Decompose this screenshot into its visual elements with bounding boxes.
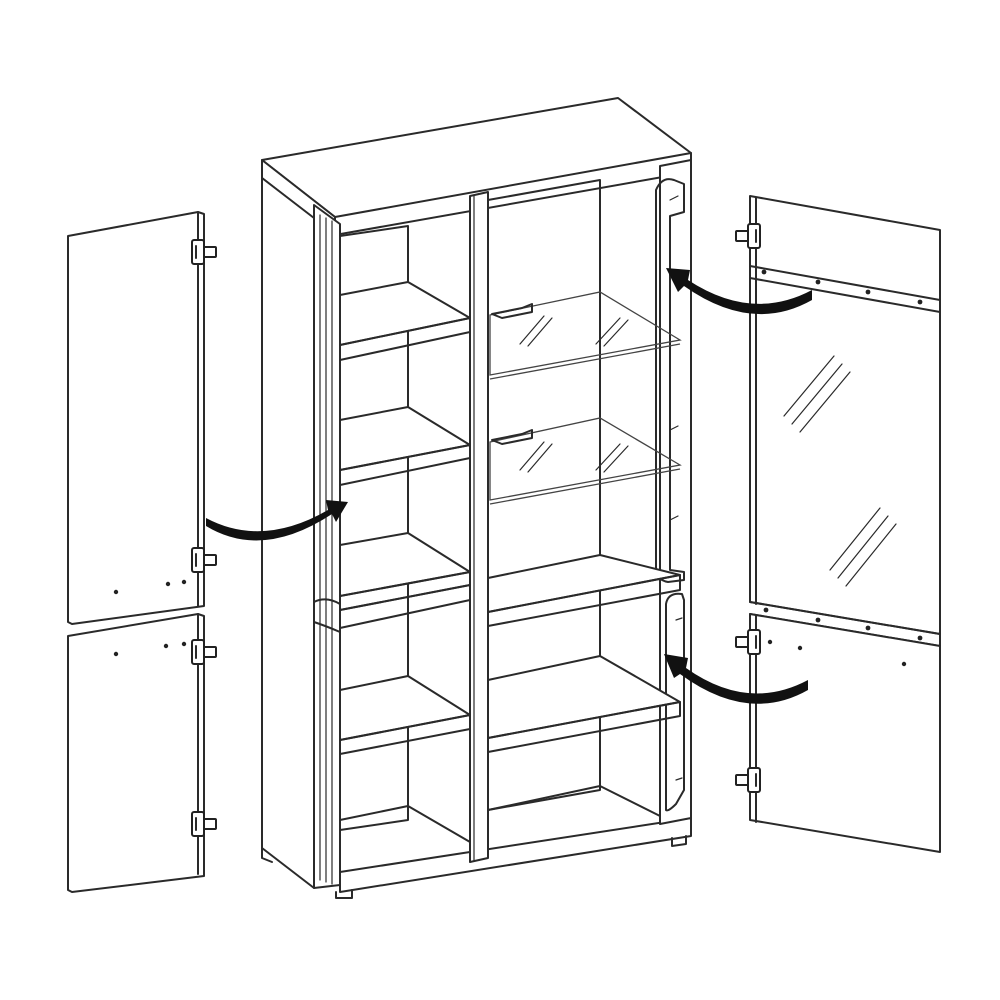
cabinet-center-divider (469, 191, 489, 863)
hinge-icon (191, 239, 217, 265)
glass-reflection (783, 355, 835, 417)
left-upper-door (67, 211, 205, 625)
left-bottom (339, 805, 471, 843)
left-shelf-1-edge (339, 317, 471, 361)
hinge-icon (191, 547, 217, 573)
door-drill-hole (113, 651, 119, 657)
arrows (206, 268, 812, 704)
glass-shelf-1-reflection-d (603, 319, 629, 347)
glass-shelf-1-reflection-c (595, 317, 621, 345)
left-upper-door-face (67, 211, 205, 625)
right-hinge-mark-1 (669, 195, 679, 201)
glass-reflection (791, 363, 843, 425)
curved-arrow-icon (666, 268, 812, 315)
cabinet-body (261, 97, 692, 899)
glass-shelf-2-reflection-a (519, 441, 545, 471)
cabinet-foot-left (261, 847, 273, 863)
rail-screw (865, 625, 871, 631)
left-shelf-2 (339, 406, 471, 471)
door-drill-hole (797, 645, 803, 651)
right-mid-shelf (487, 554, 681, 613)
rail-screw (761, 269, 767, 275)
glass-reflection (799, 371, 851, 433)
cabinet-back-panel (339, 225, 409, 831)
glass-shelf-2-reflection-d (603, 445, 629, 473)
shelf-clip-1 (491, 303, 533, 319)
left-lower-door (67, 613, 205, 893)
glass-shelf-1-reflection-a (519, 315, 545, 345)
rail-screw (815, 279, 821, 285)
shelf-clip-2 (491, 429, 533, 445)
door-drill-hole (767, 639, 773, 645)
right-upper-door-top-rail (749, 265, 941, 313)
right-shelves (487, 291, 682, 817)
cabinet-foot-right (671, 835, 687, 847)
glass-shelf-2 (489, 417, 682, 501)
left-shelf-3 (339, 532, 471, 597)
rail-screw (763, 607, 769, 613)
hinge-icon (735, 629, 761, 655)
left-shelves (339, 281, 471, 843)
right-hinge-mark-2 (669, 425, 679, 431)
curved-arrow-icon (664, 654, 808, 704)
door-drill-hole (163, 643, 169, 649)
hinge-icon (735, 767, 761, 793)
right-hinge-mark-4 (675, 617, 683, 621)
right-hinge-mark-3 (669, 515, 679, 521)
hinges (191, 223, 761, 837)
glass-reflection (845, 523, 897, 587)
right-lower-shelf (487, 655, 681, 739)
cabinet-plinth (339, 817, 692, 893)
right-lower-door (749, 613, 941, 853)
hinge-icon (191, 639, 217, 665)
glass-reflection (829, 507, 881, 571)
left-shelf-2-edge (339, 444, 471, 486)
cabinet-left-front-edge (313, 204, 341, 889)
rail-screw (865, 289, 871, 295)
right-lower-door-face (749, 613, 941, 853)
rail-screw (917, 299, 923, 305)
curved-arrow-icon (206, 500, 348, 541)
left-mid-fixed-shelf (339, 584, 471, 629)
glass-shelf-1-reflection-b (527, 317, 553, 347)
right-upper-glass-door (749, 195, 941, 647)
door-drill-hole (113, 589, 119, 595)
glass-shelf-2-reflection-c (595, 443, 621, 471)
cabinet-foot-front (335, 889, 353, 899)
door-drill-hole (181, 579, 187, 585)
door-drill-hole (181, 641, 187, 647)
cabinet-back-panel-right (487, 179, 601, 811)
right-bottom (487, 785, 661, 817)
rail-screw (917, 635, 923, 641)
hinge-icon (191, 811, 217, 837)
cabinet-right-side (659, 159, 692, 825)
rail-screw (815, 617, 821, 623)
left-shelf-4-edge (339, 714, 471, 755)
left-lower-door-face (67, 613, 205, 893)
right-hinge-mark-5 (675, 777, 683, 781)
right-upper-door-frame (749, 195, 941, 635)
right-mid-shelf-edge (487, 574, 681, 627)
right-lower-shelf-edge (487, 701, 681, 753)
door-drill-hole (165, 581, 171, 587)
glass-reflection (837, 515, 889, 579)
hinge-icon (735, 223, 761, 249)
glass-shelf-1 (489, 291, 682, 376)
glass-shelf-2-edge (489, 468, 681, 505)
left-mid-rail (313, 598, 341, 633)
glass-shelf-1-edge (489, 343, 681, 380)
right-lower-rebate (665, 592, 685, 812)
left-shelf-4 (339, 675, 471, 741)
door-drill-hole (901, 661, 907, 667)
glass-shelf-2-reflection-b (527, 443, 553, 473)
